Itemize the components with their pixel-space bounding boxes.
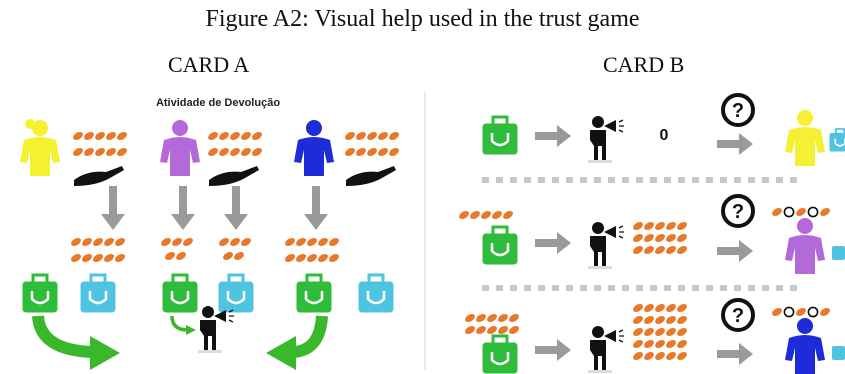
coin-stack-icon (159, 236, 195, 262)
giving-hand-icon (209, 166, 259, 186)
svg-text:?: ? (732, 201, 744, 223)
down-arrow-icon (224, 186, 248, 230)
giving-hand-icon (346, 166, 396, 186)
megaphone-man-icon (197, 305, 235, 354)
green-bag-icon (481, 225, 519, 266)
blue-person-icon (785, 318, 825, 374)
coin-stack-icon (207, 130, 264, 157)
coin-stack-icon (458, 209, 515, 220)
blue-person-icon (294, 120, 334, 176)
curved-arrow-left-icon (266, 315, 328, 370)
card-a-heading: Atividade de Devolução (156, 97, 280, 109)
down-arrow-icon (304, 186, 328, 230)
coin-stack-icon (72, 130, 129, 157)
coin-stack-icon (217, 236, 253, 262)
coin-question-row-icon (770, 206, 832, 218)
question-circle-icon: ? (721, 298, 755, 332)
right-arrow-icon (717, 133, 753, 155)
coin-stack-icon (344, 130, 401, 157)
coin-question-row-icon (770, 306, 832, 318)
green-bag-icon (481, 115, 519, 156)
figure-caption: Figure A2: Visual help used in the trust… (205, 6, 640, 32)
green-bag-icon (161, 273, 199, 314)
right-arrow-icon (717, 343, 753, 365)
question-circle-icon: ? (721, 194, 755, 228)
cyan-bag-icon (828, 128, 845, 153)
right-arrow-icon (717, 240, 753, 262)
green-bag-icon (295, 273, 333, 314)
purple-person-icon (785, 218, 825, 274)
coin-stack-icon (464, 312, 521, 335)
svg-text:?: ? (732, 305, 744, 327)
right-arrow-icon (535, 232, 571, 254)
down-arrow-icon (101, 186, 125, 230)
card-a-title: CARD A (168, 52, 250, 77)
question-circle-icon: ? (721, 93, 755, 127)
row1-amount: 0 (660, 127, 669, 144)
card-b-title: CARD B (603, 52, 685, 77)
giving-hand-icon (74, 166, 124, 186)
yellow-person-icon (785, 110, 825, 166)
purple-person-icon (160, 120, 200, 176)
coin-stack-icon (632, 220, 689, 255)
right-arrow-icon (535, 339, 571, 361)
coin-stack-icon (632, 302, 689, 361)
coin-stack-icon (284, 236, 341, 263)
cyan-bag-icon (357, 273, 395, 314)
megaphone-man-icon (587, 221, 625, 270)
curved-arrow-right-icon (32, 315, 120, 370)
megaphone-man-icon (587, 325, 625, 374)
down-arrow-icon (171, 186, 195, 230)
green-bag-icon (21, 273, 59, 314)
megaphone-man-icon (587, 115, 625, 164)
svg-text:?: ? (732, 100, 744, 122)
cyan-bag-icon (79, 273, 117, 314)
yellow-person-icon (20, 119, 60, 176)
curved-arrow-small-icon (170, 315, 196, 335)
green-bag-icon (481, 334, 519, 374)
cyan-bag-icon (832, 246, 845, 260)
coin-stack-icon (70, 236, 127, 263)
cyan-bag-icon (832, 346, 845, 360)
cyan-bag-icon (217, 273, 255, 314)
right-arrow-icon (535, 125, 571, 147)
